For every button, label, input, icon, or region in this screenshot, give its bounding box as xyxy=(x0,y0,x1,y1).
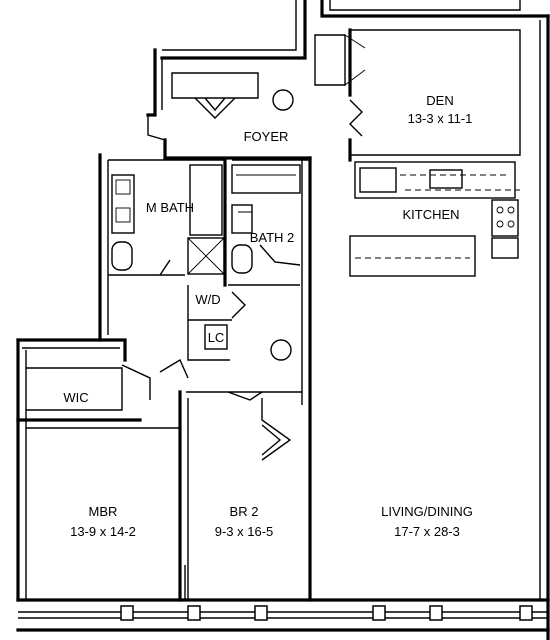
den-walls xyxy=(314,28,521,162)
bath2-fixtures xyxy=(228,159,310,286)
kitchen-fixtures xyxy=(349,161,520,277)
wic-walls xyxy=(16,364,180,429)
wic-label: WIC xyxy=(63,390,88,405)
den-dims: 13-3 x 11-1 xyxy=(408,111,473,126)
living-dining-label: LIVING/DINING xyxy=(381,504,473,519)
mbr-dims: 13-9 x 14-2 xyxy=(70,524,136,539)
lc-label: LC xyxy=(208,330,225,345)
bath2-label: BATH 2 xyxy=(250,230,295,245)
bedroom-walls xyxy=(178,390,292,602)
living-dining-dims: 17-7 x 28-3 xyxy=(394,524,460,539)
m-bath-fixtures xyxy=(108,158,227,287)
mbr-label: MBR xyxy=(89,504,118,519)
exterior-walls xyxy=(16,0,550,640)
den-label: DEN xyxy=(426,93,453,108)
br2-dims: 9-3 x 16-5 xyxy=(215,524,274,539)
br2-label: BR 2 xyxy=(230,504,259,519)
hall xyxy=(159,339,302,401)
laundry-closet xyxy=(187,285,246,361)
window-columns xyxy=(120,605,533,621)
kitchen-label: KITCHEN xyxy=(402,207,459,222)
foyer-label: FOYER xyxy=(244,129,289,144)
wd-label: W/D xyxy=(195,292,220,307)
foyer-walls xyxy=(147,72,312,160)
m-bath-label: M BATH xyxy=(146,200,194,215)
